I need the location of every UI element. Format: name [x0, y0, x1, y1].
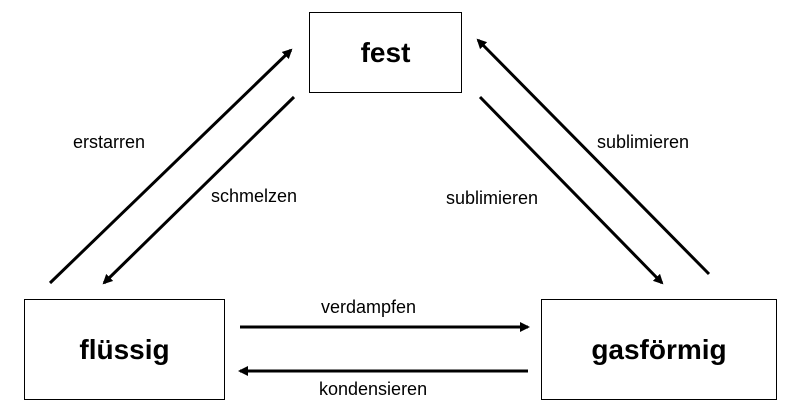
state-liquid-box: flüssig — [24, 299, 225, 400]
evaporation-label: verdampfen — [321, 297, 417, 317]
sublimation-to-solid-label: sublimieren — [597, 132, 690, 152]
sublimation-to-gas-arrow — [478, 95, 664, 285]
state-solid-box: fest — [309, 12, 462, 93]
state-liquid-label: flüssig — [79, 333, 170, 365]
state-gas-label: gasförmig — [591, 333, 727, 365]
state-solid-label: fest — [360, 36, 411, 68]
freezing-label: erstarren — [73, 132, 146, 152]
sublimation-to-solid-arrow — [476, 38, 711, 276]
sublimation-to-gas-label: sublimieren — [446, 188, 539, 208]
melting-label: schmelzen — [211, 186, 298, 206]
melting-arrow — [102, 95, 296, 285]
condensation-label: kondensieren — [319, 379, 428, 399]
state-gas-box: gasförmig — [541, 299, 777, 400]
freezing-arrow — [48, 48, 293, 285]
